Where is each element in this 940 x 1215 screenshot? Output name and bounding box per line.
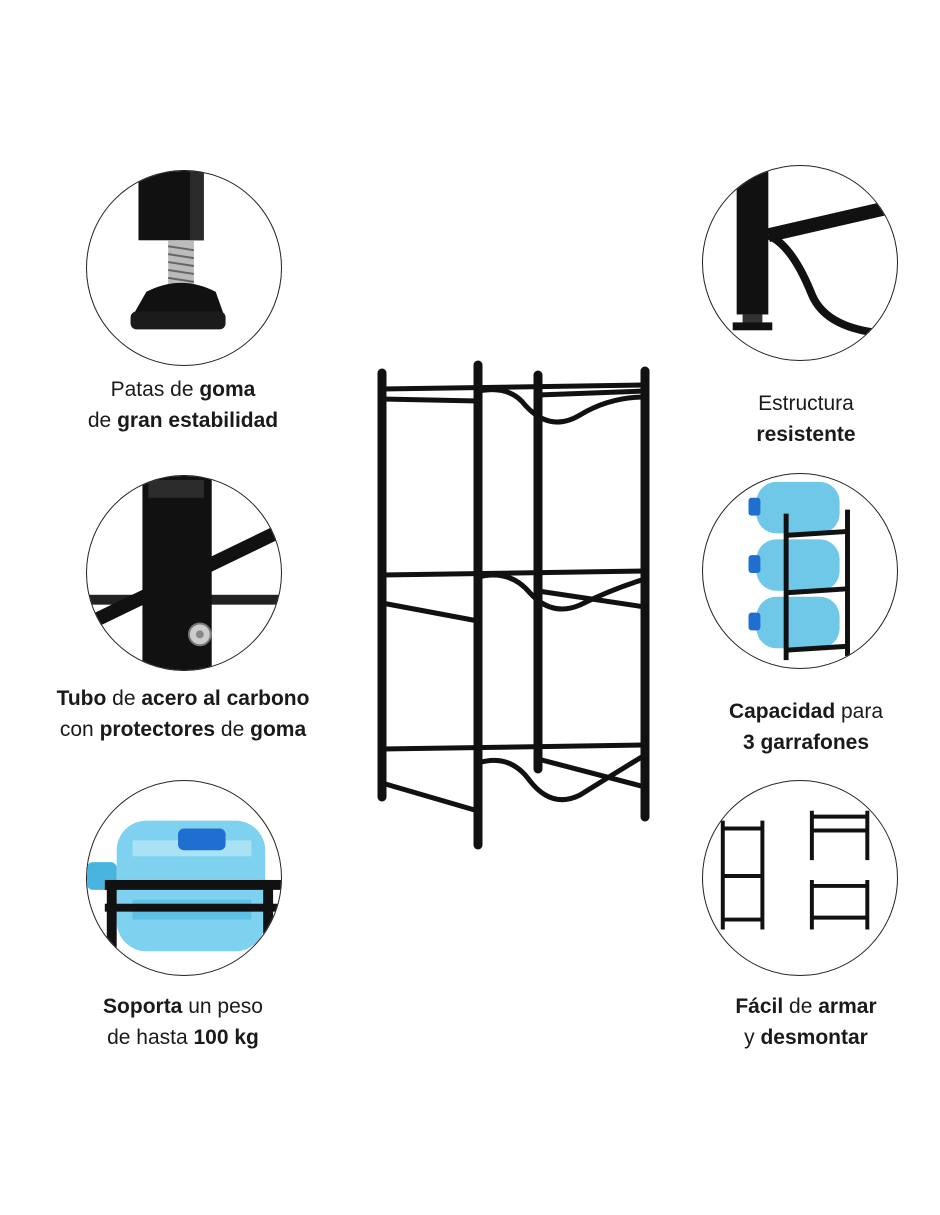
weight-detail-circle: [86, 780, 282, 976]
structure-caption: Estructura resistente: [756, 392, 856, 446]
water-bottle-icon: [87, 820, 281, 975]
capacity-caption: Capacidad para 3 garrafones: [728, 700, 884, 754]
three-bottles-icon: [748, 481, 850, 661]
feet-caption: Patas de goma de gran estabilidad: [87, 378, 279, 432]
water-jug-rack-image: [377, 360, 650, 850]
tube-caption: Tubo de acero al carbono con protectores…: [56, 687, 310, 741]
modular-frames-icon: [720, 810, 870, 930]
frame-corner-icon: [732, 166, 897, 339]
assembly-detail-circle: [702, 780, 898, 976]
assembly-caption: Fácil de armar y desmontar: [735, 995, 877, 1049]
capacity-detail-circle: [702, 473, 898, 669]
adjustable-foot-icon: [130, 171, 226, 330]
steel-tube-icon: [87, 476, 281, 670]
weight-caption: Soporta un peso de hasta 100 kg: [103, 995, 263, 1049]
feet-detail-circle: [86, 170, 282, 366]
tube-detail-circle: [86, 475, 282, 671]
structure-detail-circle: [702, 165, 898, 361]
